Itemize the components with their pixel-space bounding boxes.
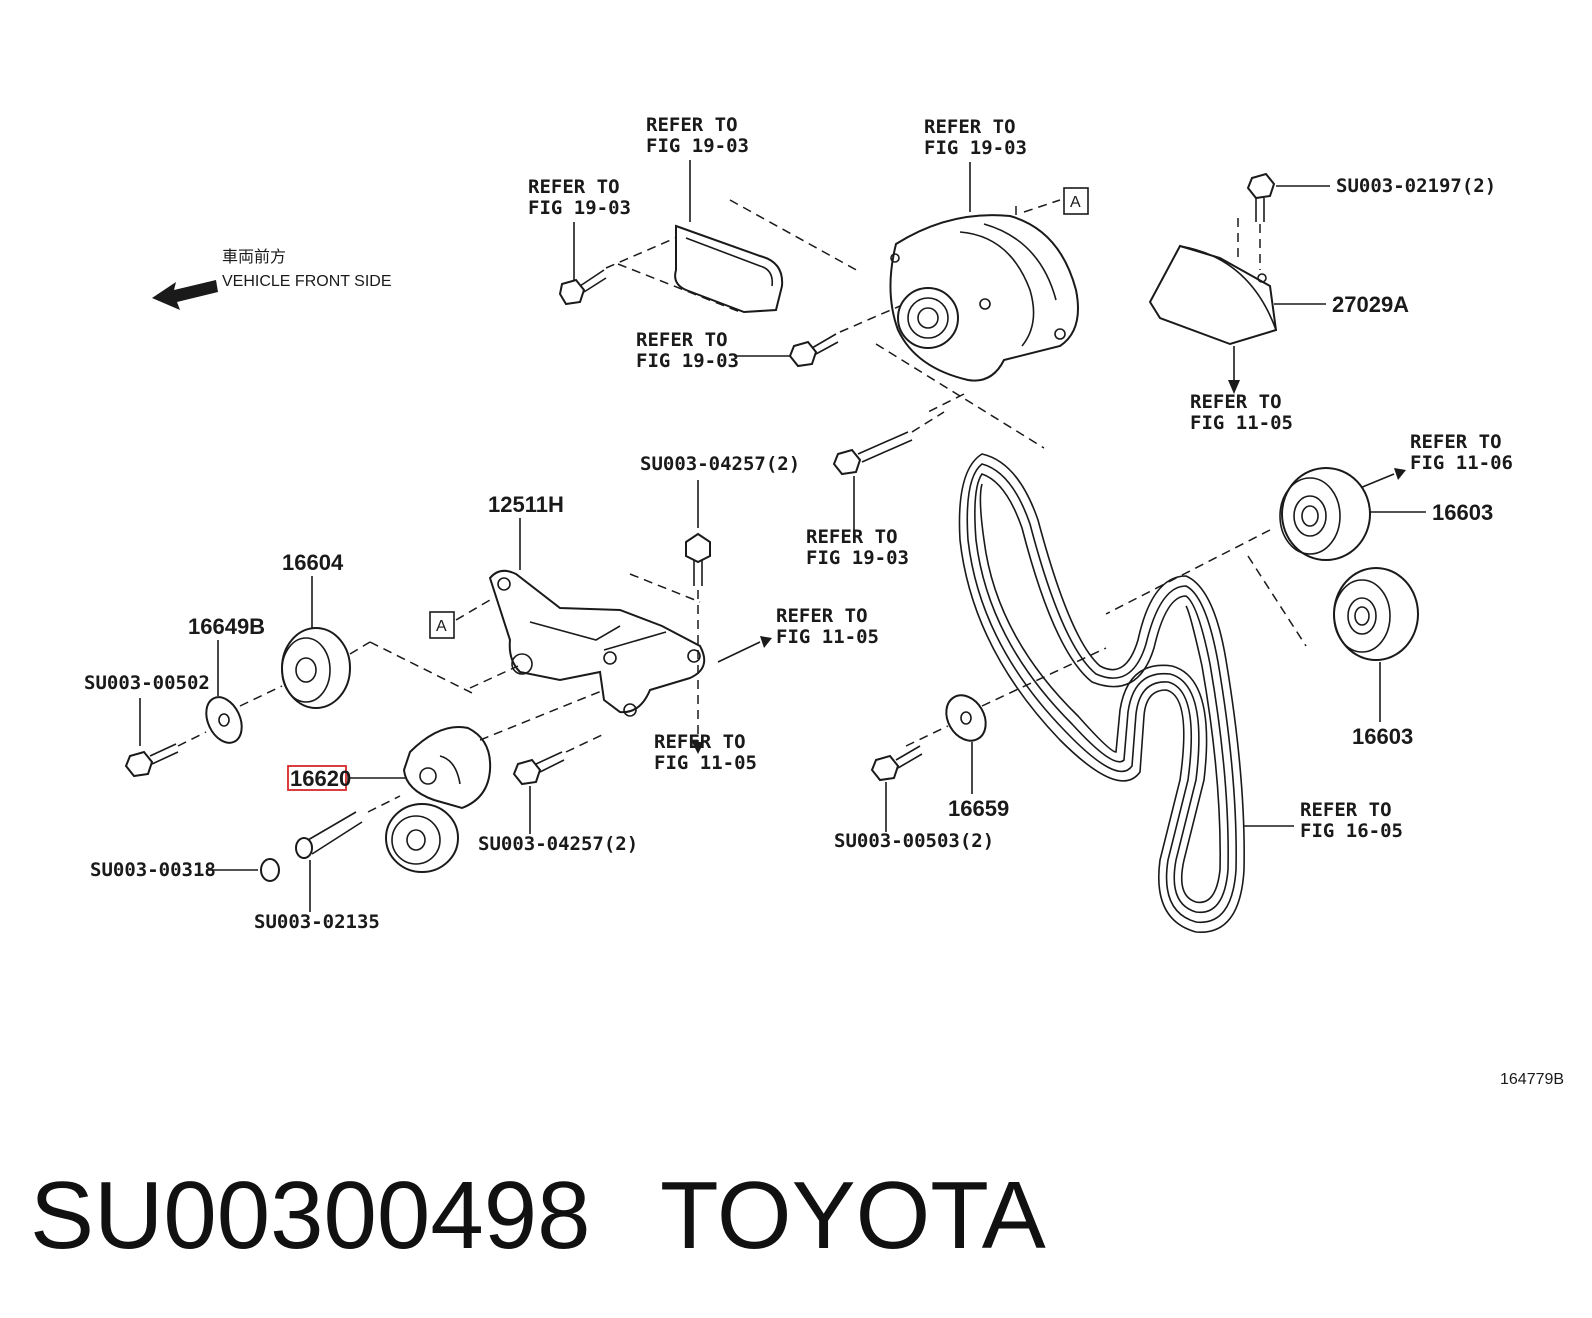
refer-label-10-l2: FIG 11-05	[776, 626, 879, 648]
washer-icon	[205, 696, 243, 744]
marker-a-right	[1063, 187, 1089, 215]
bolt-icon	[1246, 172, 1276, 222]
caption-brand: TOYOTA	[660, 1162, 1046, 1269]
part-su003-02135: SU003-02135	[254, 911, 380, 933]
refer-label-4-l2: FIG 19-03	[636, 350, 739, 372]
refer-label-1-l1: REFER TO	[646, 114, 738, 136]
part-su003-00318: SU003-00318	[90, 859, 216, 881]
idler-pulley-lower-icon	[1333, 567, 1419, 661]
refer-label-6-l1: REFER TO	[1190, 391, 1282, 413]
highlight-box	[287, 765, 347, 791]
marker-a-right-label: A	[1070, 194, 1081, 211]
part-27029a: 27029A	[1332, 292, 1409, 317]
alternator-icon	[889, 214, 1079, 382]
refer-label-9-l2: FIG 11-05	[654, 752, 757, 774]
part-16620[interactable]: 16620	[290, 766, 351, 791]
tensioner-bracket-icon	[488, 569, 706, 717]
refer-label-5-l2: FIG 19-03	[806, 547, 909, 569]
vehicle-front-arrow-icon	[152, 280, 218, 310]
drive-belt-icon	[958, 453, 1245, 933]
bolt-icon	[870, 745, 923, 782]
figure-code: 164779B	[1500, 1071, 1564, 1088]
refer-label-7-l1: REFER TO	[1410, 431, 1502, 453]
marker-a-left	[429, 611, 455, 639]
refer-label-4-l1: REFER TO	[636, 329, 728, 351]
part-16603-upper: 16603	[1432, 500, 1493, 525]
pulley-16604-icon	[281, 627, 351, 709]
refer-label-10-l1: REFER TO	[776, 605, 868, 627]
cover-bracket-icon	[1148, 244, 1278, 346]
cap-icon	[260, 858, 280, 882]
part-su003-02197: SU003-02197(2)	[1336, 175, 1496, 197]
part-16603-lower: 16603	[1352, 724, 1413, 749]
refer-label-2-l1: REFER TO	[528, 176, 620, 198]
refer-label-5-l1: REFER TO	[806, 526, 898, 548]
bracket-cover-icon	[674, 224, 784, 314]
refer-label-7-l2: FIG 11-06	[1410, 452, 1513, 474]
part-16649b: 16649B	[188, 614, 265, 639]
bolt-icon	[558, 269, 607, 306]
front-side-japanese: 車両前方	[222, 248, 286, 266]
refer-label-3-l1: REFER TO	[924, 116, 1016, 138]
part-su003-04257-bottom: SU003-04257(2)	[478, 833, 638, 855]
part-12511h: 12511H	[488, 492, 564, 517]
tensioner-16620-icon	[385, 726, 492, 873]
refer-label-8-l1: REFER TO	[1300, 799, 1392, 821]
marker-a-left-label: A	[436, 618, 447, 635]
idler-pulley-upper-icon	[1279, 467, 1371, 561]
bolt-icon	[788, 333, 839, 368]
part-su003-00503: SU003-00503(2)	[834, 830, 994, 852]
long-bolt-icon	[832, 431, 913, 476]
refer-label-8-l2: FIG 16-05	[1300, 820, 1403, 842]
part-16604: 16604	[282, 550, 344, 575]
caption-part-number: SU00300498	[30, 1162, 590, 1269]
part-su003-00502: SU003-00502	[84, 672, 210, 694]
part-16659: 16659	[948, 796, 1009, 821]
bolt-icon	[124, 743, 179, 778]
bolt-icon	[685, 532, 711, 586]
refer-label-9-l1: REFER TO	[654, 731, 746, 753]
refer-label-6-l2: FIG 11-05	[1190, 412, 1293, 434]
refer-label-1-l2: FIG 19-03	[646, 135, 749, 157]
long-bolt-icon	[295, 811, 363, 859]
refer-label-2-l2: FIG 19-03	[528, 197, 631, 219]
front-side-english: VEHICLE FRONT SIDE	[222, 273, 392, 290]
washer-icon	[945, 694, 987, 742]
bolt-icon	[512, 751, 565, 786]
refer-label-3-l2: FIG 19-03	[924, 137, 1027, 159]
part-su003-04257-top: SU003-04257(2)	[640, 453, 800, 475]
